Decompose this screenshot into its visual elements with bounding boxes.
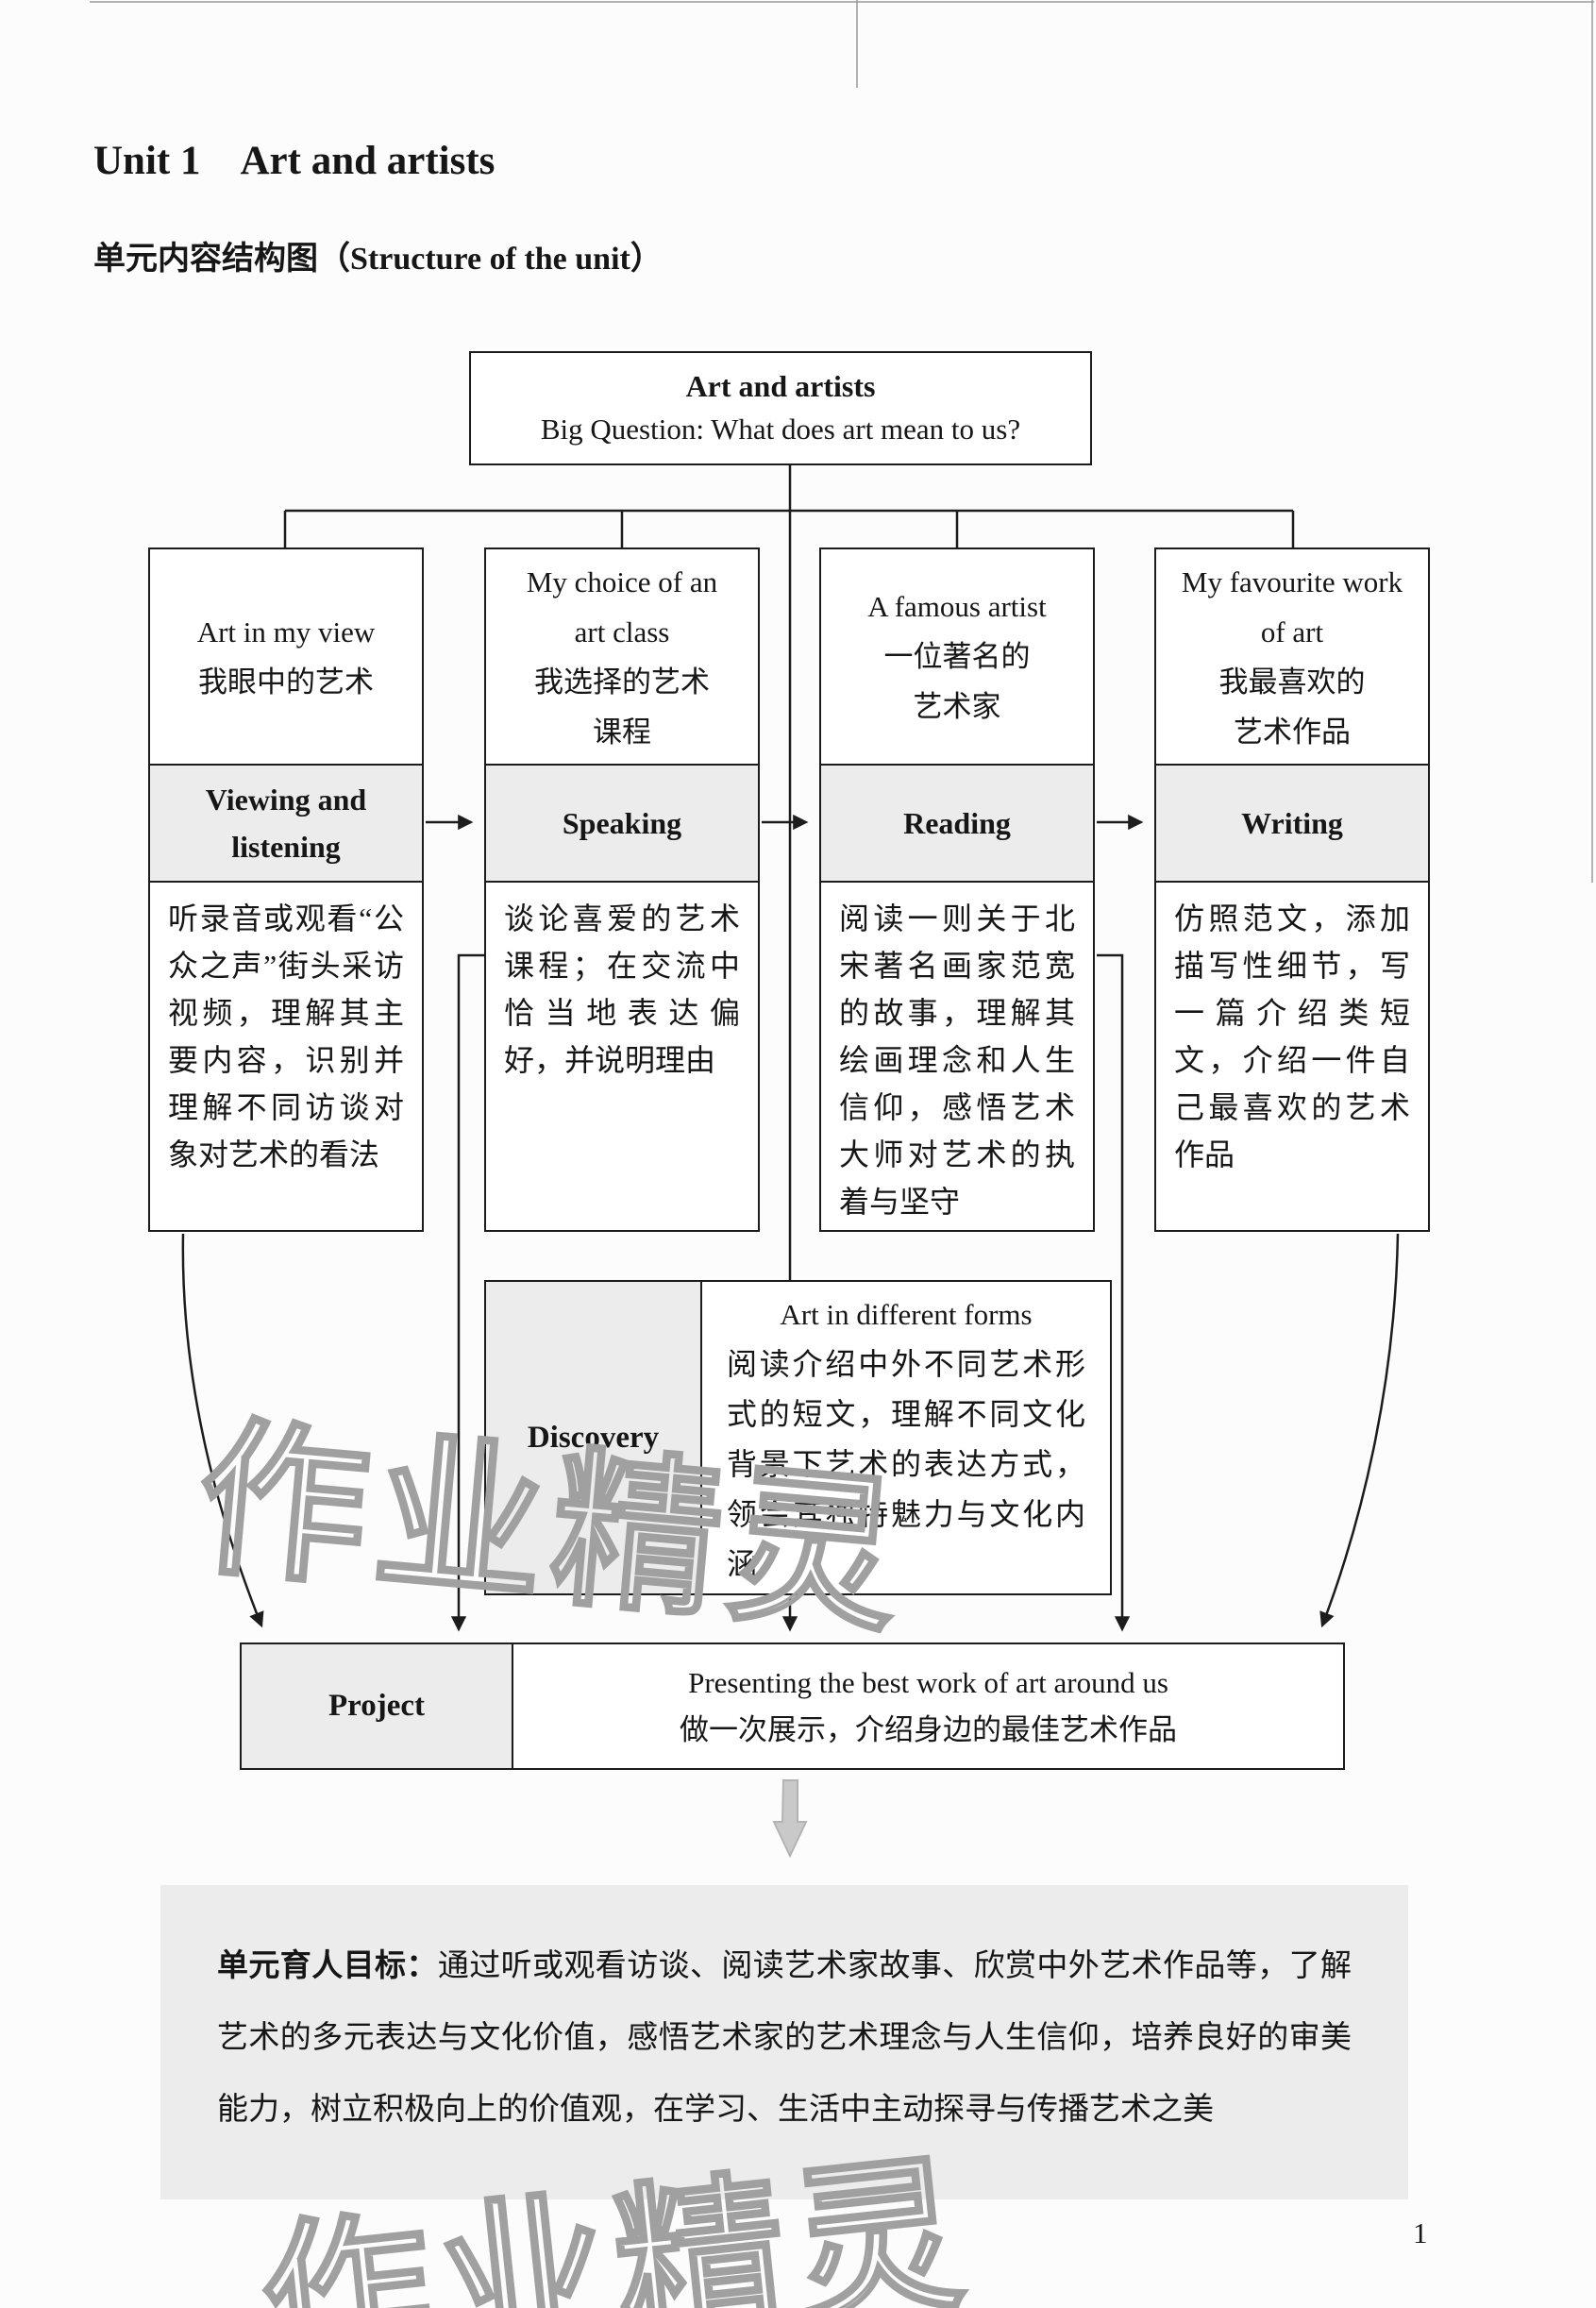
unit-goal-panel: 单元育人目标：通过听或观看访谈、阅读艺术家故事、欣赏中外艺术作品等，了解艺术的多… (160, 1885, 1408, 2199)
unit-goal-text: 通过听或观看访谈、阅读艺术家故事、欣赏中外艺术作品等，了解艺术的多元表达与文化价… (217, 1949, 1352, 2127)
page-number: 1 (1413, 2216, 1428, 2249)
project-content: Presenting the best work of art around u… (513, 1644, 1343, 1768)
column4-description: 仿照范文，添加描写性细节，写一篇介绍类短文，介绍一件自己最喜欢的艺术作品 (1174, 901, 1410, 1171)
discovery-content: Art in different forms 阅读介绍中外不同艺术形式的短文，理… (702, 1282, 1110, 1593)
page-subtitle: 单元内容结构图（Structure of the unit） (93, 242, 663, 277)
project-connector-col4 (1319, 1233, 1400, 1628)
column-speaking: My choice of an art class 我选择的艺术 课程 Spea… (484, 548, 760, 1232)
unit-goal-lead: 单元育人目标： (217, 1949, 438, 1983)
column2-header: My choice of an art class 我选择的艺术 课程 (526, 564, 718, 749)
root-big-question: Big Question: What does art mean to us? (540, 413, 1021, 446)
root-title: Art and artists (685, 369, 876, 403)
project-connector-col2 (450, 953, 484, 1632)
project-label: Project (242, 1644, 513, 1768)
column-reading: A famous artist 一位著名的 艺术家 Reading 阅读一则关于… (819, 548, 1095, 1232)
big-down-arrow-icon (772, 1779, 808, 1859)
column3-description: 阅读一则关于北宋著名画家范宽的故事，理解其绘画理念和人生信仰，感悟艺术大师对艺术… (839, 901, 1075, 1219)
column4-header: My favourite work of art 我最喜欢的 艺术作品 (1181, 564, 1403, 749)
project-node: Project Presenting the best work of art … (240, 1643, 1345, 1770)
column-viewing-listening: Art in my view 我眼中的艺术 Viewing and listen… (148, 548, 424, 1232)
column1-skill-label: Viewing and listening (150, 764, 422, 883)
page-title: Unit 1 Art and artists (93, 138, 495, 184)
discovery-title: Art in different forms (780, 1298, 1033, 1331)
column3-skill-label: Reading (821, 764, 1093, 883)
column4-skill-label: Writing (1156, 764, 1428, 883)
discovery-description: 阅读介绍中外不同艺术形式的短文，理解不同文化背景下艺术的表达方式，领会其独特魅力… (727, 1347, 1085, 1581)
column2-description: 谈论喜爱的艺术课程；在交流中恰当地表达偏好，并说明理由 (504, 901, 740, 1077)
column1-header: Art in my view 我眼中的艺术 (196, 615, 376, 699)
root-node: Art and artists Big Question: What does … (469, 351, 1092, 465)
column3-header: A famous artist 一位著名的 艺术家 (867, 590, 1047, 723)
project-line-en: Presenting the best work of art around u… (688, 1665, 1168, 1699)
unit-title: Art and artists (240, 139, 496, 183)
project-line-zh: 做一次展示，介绍身边的最佳艺术作品 (680, 1712, 1177, 1746)
column1-description: 听录音或观看“公众之声”街头采访视频，理解其主要内容，识别并理解不同访谈对象对艺… (168, 901, 404, 1171)
unit-number: Unit 1 (93, 139, 201, 183)
column2-skill-label: Speaking (486, 764, 758, 883)
discovery-label: Discovery (486, 1282, 702, 1593)
column-writing: My favourite work of art 我最喜欢的 艺术作品 Writ… (1154, 548, 1430, 1232)
discovery-node: Discovery Art in different forms 阅读介绍中外不… (484, 1280, 1112, 1595)
project-connector-col1 (181, 1233, 264, 1628)
